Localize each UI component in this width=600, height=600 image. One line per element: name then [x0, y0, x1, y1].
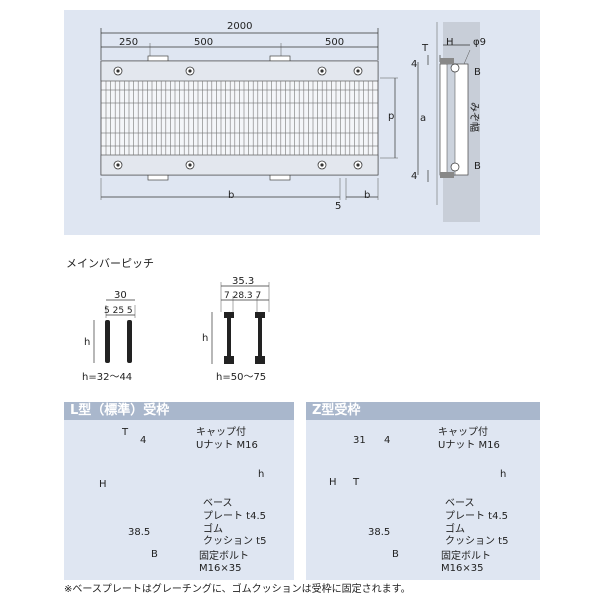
side-section-view [417, 22, 480, 222]
l-385-label: 38.5 [128, 527, 151, 538]
z-bolt-label-1: 固定ボルト [441, 551, 491, 562]
z-31-label: 31 [353, 435, 366, 446]
l-H-label: H [99, 479, 107, 490]
l-frame-panel [64, 402, 294, 580]
z-frame-title: Z型受枠 [306, 402, 540, 420]
l-rubber-label-2: クッション t5 [203, 536, 267, 547]
l-cap-label-2: Uナット M16 [196, 440, 258, 451]
pitch-figures [93, 282, 270, 364]
z-4-label: 4 [384, 435, 391, 446]
side-a-label: a [420, 113, 427, 124]
z-H-label: H [329, 477, 337, 488]
bolt-center [320, 69, 324, 73]
footnote: ※ベースプレートはグレーチングに、ゴムクッションは受枠に固定されます。 [64, 584, 411, 595]
side-phi-label: φ9 [473, 37, 486, 48]
b-label-right: b [364, 190, 371, 201]
pitch-small-total: 30 [114, 290, 127, 301]
z-T-label: T [353, 477, 360, 488]
bolt-center [188, 69, 192, 73]
p-label: p [388, 111, 395, 122]
side-B-bottom-label: B [474, 161, 481, 172]
l-rubber-label-1: ゴム [203, 524, 223, 535]
l-base-label-1: ベース [203, 498, 233, 509]
l-base-label-2: プレート t4.5 [203, 511, 267, 522]
l-frame-title: L型（標準）受枠 [64, 402, 294, 420]
bolt-center [356, 69, 360, 73]
bolt-center [188, 163, 192, 167]
z-cap-label-1: キャップ付 [438, 427, 488, 438]
l-T-label: T [122, 427, 129, 438]
z-385-label: 38.5 [368, 527, 391, 538]
bolt-center [320, 163, 324, 167]
z-h-label: h [500, 469, 507, 480]
z-bolt-label-2: M16×35 [441, 563, 484, 574]
side-B-top-label: B [474, 67, 481, 78]
pitch-large-total: 35.3 [232, 276, 255, 287]
z-frame-panel [306, 402, 540, 580]
l-4-label: 4 [140, 435, 147, 446]
z-B-label: B [392, 549, 399, 560]
pitch-title: メインバーピッチ [66, 257, 154, 270]
pitch-large-parts: 7 28.3 7 [224, 291, 262, 301]
l-bolt-label-2: M16×35 [199, 563, 242, 574]
seg-right-label: 500 [325, 37, 345, 48]
z-rubber-label-2: クッション t5 [445, 536, 509, 547]
l-B-label: B [151, 549, 158, 560]
b-label-left: b [228, 190, 235, 201]
side-groove-label: みぞ幅 [468, 102, 479, 132]
grating-plan-view [100, 28, 398, 200]
seg-left-label: 250 [119, 37, 139, 48]
z-rubber-label-1: ゴム [445, 524, 465, 535]
side-4-top-label: 4 [411, 59, 418, 70]
z-cap-label-2: Uナット M16 [438, 440, 500, 451]
bolt-center [116, 163, 120, 167]
l-h-label: h [258, 469, 265, 480]
l-bolt-label-1: 固定ボルト [199, 551, 249, 562]
gap-label: 5 [335, 201, 342, 212]
side-H-label: H [446, 37, 454, 48]
pitch-large-h: h [202, 333, 209, 344]
pitch-small-h: h [84, 337, 91, 348]
pitch-large-range: h=50〜75 [216, 372, 267, 383]
z-base-label-2: プレート t4.5 [445, 511, 509, 522]
l-cap-label-1: キャップ付 [196, 427, 246, 438]
side-T-label: T [422, 43, 429, 54]
side-4-bottom-label: 4 [411, 171, 418, 182]
overall-length-label: 2000 [227, 21, 253, 32]
seg-mid-label: 500 [194, 37, 214, 48]
bolt-center [356, 163, 360, 167]
bolt-center [116, 69, 120, 73]
pitch-small-parts: 5 25 5 [104, 306, 133, 316]
pitch-small-range: h=32〜44 [82, 372, 133, 383]
z-base-label-1: ベース [445, 498, 475, 509]
